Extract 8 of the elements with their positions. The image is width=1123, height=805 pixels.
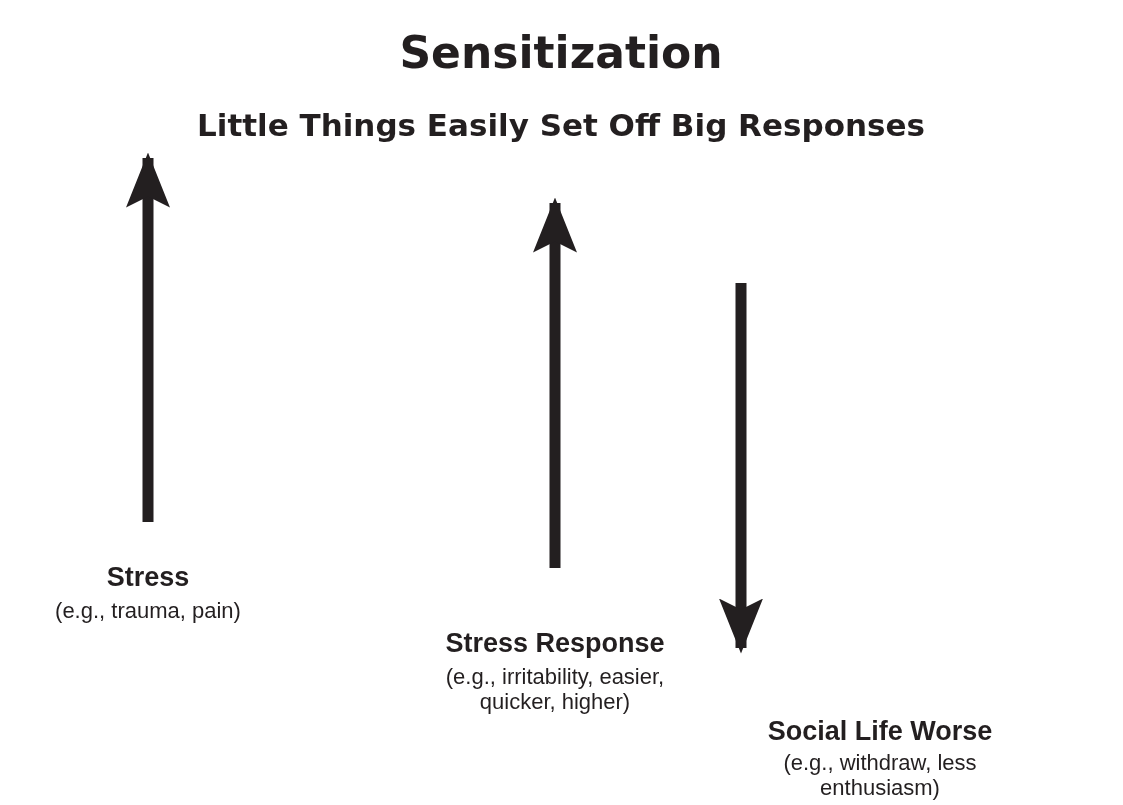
heading: Stress Response (444, 628, 666, 660)
heading: Stress (105, 562, 191, 594)
example-note: (e.g., trauma, pain) (54, 598, 242, 624)
example-note: (e.g., irritability, easier, quicker, higher) (444, 664, 666, 715)
example-note: (e.g., withdraw, less enthusiasm) (782, 750, 978, 801)
subtitle: Little Things Easily Set Off Big Responses (196, 108, 926, 144)
title: Sensitization (398, 28, 724, 79)
heading: Social Life Worse (766, 716, 994, 748)
